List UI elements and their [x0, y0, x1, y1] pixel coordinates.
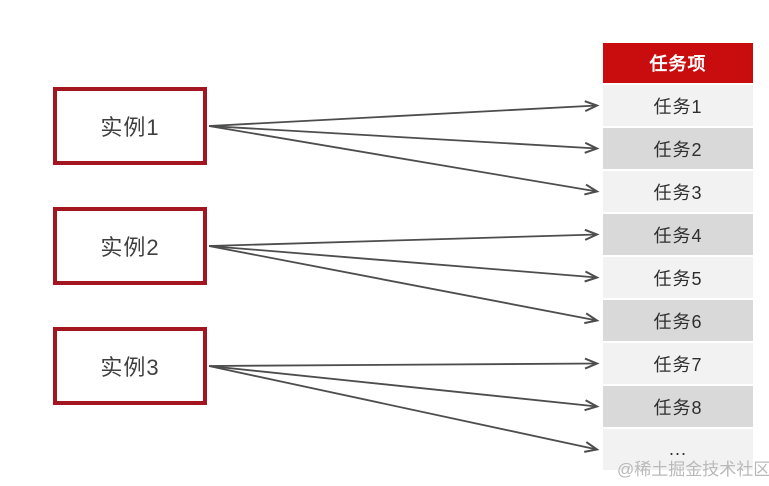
task-table-header: 任务项	[603, 43, 753, 83]
arrow-instance1-to-task2	[208, 125, 600, 154]
task-row-1: 任务1	[603, 85, 753, 126]
task-row-2: 任务2	[603, 128, 753, 169]
arrow-instance1-to-task1	[208, 100, 600, 127]
arrow-instance3-to-task7	[208, 357, 600, 370]
task-row-5: 任务5	[603, 257, 753, 298]
arrow-instance3-to-task9	[208, 365, 600, 453]
instance-box-3: 实例3	[53, 327, 207, 405]
instance-box-1: 实例1	[53, 87, 207, 165]
arrow-instance2-to-task4	[208, 228, 600, 247]
arrow-instance2-to-task6	[208, 245, 600, 325]
task-row-7: 任务7	[603, 343, 753, 384]
arrow-instance1-to-task3	[208, 125, 600, 196]
task-row-8: 任务8	[603, 386, 753, 427]
task-row-6: 任务6	[603, 300, 753, 341]
instance-box-2: 实例2	[53, 207, 207, 285]
task-row-4: 任务4	[603, 214, 753, 255]
task-row-9: ...	[603, 429, 753, 470]
arrow-instance3-to-task8	[208, 365, 600, 412]
task-row-3: 任务3	[603, 171, 753, 212]
arrow-instance2-to-task5	[208, 245, 600, 283]
watermark: @稀土掘金技术社区	[617, 460, 769, 479]
